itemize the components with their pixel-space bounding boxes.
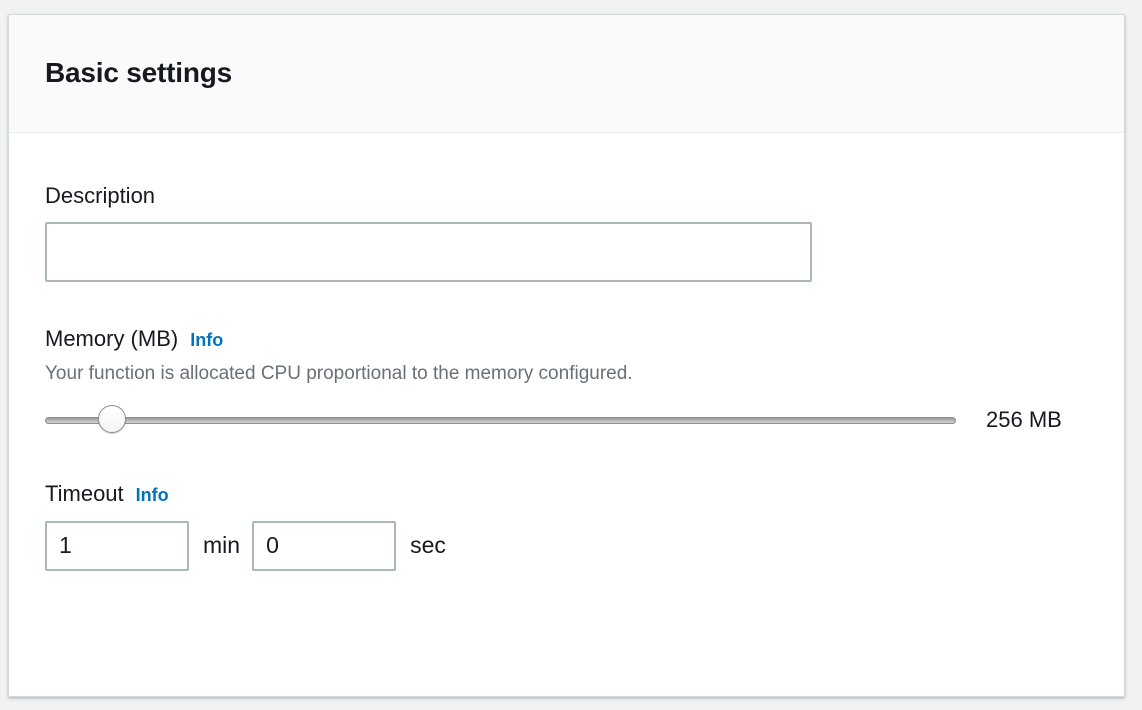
panel-header: Basic settings [9, 15, 1124, 133]
timeout-minutes-input[interactable] [45, 520, 189, 571]
memory-label-row: Memory (MB) Info [45, 326, 1088, 352]
page-title: Basic settings [45, 57, 233, 89]
memory-slider-row: 256 MB [45, 405, 1088, 435]
timeout-seconds-input[interactable] [252, 520, 397, 571]
timeout-inputs-row: min sec [45, 520, 1088, 571]
timeout-info-link[interactable]: Info [135, 485, 169, 506]
description-field-group: Description [45, 183, 1088, 283]
memory-label: Memory (MB) [45, 326, 179, 352]
timeout-label-row: Timeout Info [45, 481, 1088, 507]
memory-slider-thumb[interactable] [97, 405, 126, 434]
panel-body: Description Memory (MB) Info Your functi… [9, 133, 1124, 571]
memory-value-label: 256 MB [986, 407, 1062, 433]
basic-settings-panel: Basic settings Description Memory (MB) I… [8, 14, 1125, 697]
memory-info-link[interactable]: Info [190, 330, 224, 351]
timeout-field-group: Timeout Info min sec [45, 481, 1088, 571]
description-label: Description [45, 183, 156, 208]
memory-slider-track[interactable] [45, 417, 956, 425]
timeout-minutes-unit-label: min [203, 532, 241, 559]
description-input[interactable] [45, 222, 812, 283]
timeout-seconds-unit-label: sec [410, 532, 446, 559]
description-label-row: Description [45, 183, 1088, 209]
memory-field-group: Memory (MB) Info Your function is alloca… [45, 326, 1088, 435]
memory-hint: Your function is allocated CPU proportio… [45, 362, 633, 384]
timeout-label: Timeout [45, 481, 124, 507]
memory-slider[interactable] [45, 405, 956, 435]
